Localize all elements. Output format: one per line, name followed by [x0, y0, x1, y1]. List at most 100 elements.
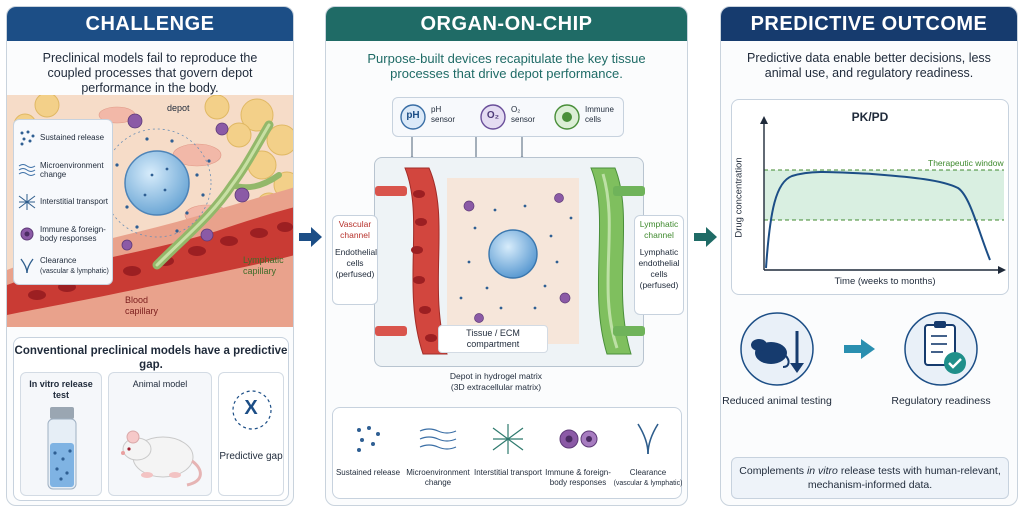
x-axis-label: Time (weeks to months): [834, 276, 936, 287]
process-item: Clearance (vascular & lymphatic): [613, 408, 683, 500]
process-text: Immune & foreign-body responses: [545, 468, 611, 487]
outcome-header: PREDICTIVE OUTCOME: [721, 7, 1017, 41]
legend-text-main: Clearance: [40, 256, 77, 265]
rat-icon: [121, 430, 202, 487]
invitro-label: In vitro release test: [29, 379, 93, 400]
chart-title: PK/PD: [851, 110, 889, 124]
tissue-label: Tissue / ECM compartment: [466, 328, 520, 349]
challenge-subtitle: Preclinical models fail to reproduce the…: [42, 51, 258, 95]
tissue-illustration: depot Lymphatic capillary Blood capillar…: [7, 95, 293, 327]
lymphatic-label: Lymphatic capillary: [243, 255, 284, 276]
process-item: Interstitial transport: [473, 408, 543, 500]
process-item: Immune & foreign-body responses: [543, 408, 613, 500]
predictive-gap-card: X Predictive gap: [218, 372, 284, 496]
o2-glyph: O₂: [486, 110, 500, 121]
predictive-gap-box: Conventional preclinical models have a p…: [13, 337, 289, 501]
therapeutic-window-band: [764, 170, 1004, 220]
note-em: in vitro: [806, 465, 838, 477]
vascular-desc: Endothelial cells (perfused): [335, 247, 378, 279]
predictive-outcome-panel: PREDICTIVE OUTCOME Predictive data enabl…: [720, 6, 1018, 506]
legend-text: Sustained release: [40, 133, 105, 143]
ph-glyph: pH: [406, 110, 420, 121]
tissue-compartment-label: Tissue / ECM compartment: [438, 325, 548, 353]
note-post: release tests with human-relevant, mecha…: [807, 465, 1001, 491]
predictive-gap-label: Predictive gap: [219, 451, 283, 462]
animal-model-label: Animal model: [132, 379, 188, 389]
challenge-header: CHALLENGE: [7, 7, 293, 41]
legend-text-sub: (vascular & lymphatic): [40, 267, 109, 275]
lymph-desc: Lymphatic endothelial cells (perfused): [638, 247, 680, 290]
y-axis-arrow-icon: [760, 116, 768, 124]
legend-item: Clearance (vascular & lymphatic): [18, 252, 112, 280]
process-text-sub: (vascular & lymphatic): [613, 480, 683, 487]
process-legend: Sustained release Microenvironment chang…: [13, 119, 113, 285]
wave-lines-icon: [419, 428, 457, 450]
immune-cells-label: Immune cells: [585, 105, 614, 124]
sensor-bar: pH pH sensor O₂ O₂ sensor Immune cells: [392, 97, 624, 137]
vascular-title: Vascular channel: [338, 219, 372, 240]
clearance-icon: [637, 423, 659, 455]
arrow-right-icon: [694, 227, 717, 247]
lymph-title: Lymphatic channel: [639, 219, 679, 240]
therapeutic-window-label: Therapeutic window: [928, 158, 1004, 168]
complements-note: Complements in vitro release tests with …: [731, 457, 1009, 499]
wave-lines-icon: [18, 164, 36, 176]
dots-icon: [20, 130, 35, 146]
legend-text: Microenvironment change: [40, 160, 104, 180]
gap-circle-icon: [232, 390, 272, 430]
depot-hydrogel-text: Depot in hydrogel matrix: [449, 371, 543, 381]
vial-icon: [47, 407, 77, 490]
immune-cell-icon: [20, 227, 34, 241]
immune-cell-icon: [554, 104, 580, 130]
organ-header: ORGAN-ON-CHIP: [326, 7, 687, 41]
concentration-curve: [765, 171, 991, 269]
pkpd-svg: [760, 116, 1006, 274]
depot-label: depot: [167, 103, 190, 113]
tissue-svg: [7, 95, 293, 327]
depot-hydrogel-label: Depot in hydrogel matrix (3D extracellul…: [426, 371, 566, 392]
y-axis-label: Drug concentration: [733, 157, 745, 238]
lymphatic-channel-box: Lymphatic channel Lymphatic endothelial …: [634, 215, 684, 315]
regulatory-readiness-label: Regulatory readiness: [891, 395, 991, 407]
legend-item: Immune & foreign-body responses: [18, 220, 112, 248]
animal-model-card: Animal model: [108, 372, 212, 496]
blood-capillary-label: Blood capillary: [125, 295, 159, 316]
process-text: Interstitial transport: [473, 468, 543, 477]
vascular-channel-box: Vascular channel Endothelial cells (perf…: [332, 215, 378, 305]
arrow-right-icon: [844, 339, 875, 359]
depot-hydrogel-sub: (3D extracellular matrix): [450, 381, 542, 392]
challenge-panel: CHALLENGE Preclinical models fail to rep…: [6, 6, 294, 506]
legend-text: Clearance (vascular & lymphatic): [40, 256, 109, 276]
ph-sensor-icon: [400, 104, 426, 130]
o2-sensor-icon: [480, 104, 506, 130]
pkpd-chart: PK/PD Therapeutic window Drug concentrat…: [731, 99, 1009, 295]
process-item: Sustained release: [333, 408, 403, 500]
process-text: Microenvironment change: [406, 468, 470, 487]
clearance-icon: [20, 258, 34, 274]
network-icon: [18, 194, 36, 210]
organ-subtitle: Purpose-built devices recapitulate the k…: [367, 51, 646, 81]
legend-item: Microenvironment change: [18, 156, 112, 184]
o2-sensor-label: O₂ sensor: [511, 105, 536, 124]
legend-text: Interstitial transport: [40, 197, 109, 207]
legend-text: Immune & foreign-body responses: [40, 224, 106, 244]
reduced-testing-label: Reduced animal testing: [722, 395, 832, 407]
network-icon: [492, 424, 524, 454]
invitro-card: In vitro release test: [20, 372, 102, 496]
legend-item: Sustained release: [18, 124, 112, 152]
legend-item: Interstitial transport: [18, 188, 112, 216]
mouse-down-icon: [740, 312, 814, 386]
process-text: Sustained release: [335, 468, 401, 477]
immune-cell-icon: [559, 429, 598, 449]
arrow-right-icon: [299, 227, 322, 247]
process-text: Clearance (vascular & lymphatic): [613, 468, 683, 489]
ph-sensor-label: pH sensor: [431, 105, 456, 124]
x-axis-arrow-icon: [998, 266, 1006, 274]
gap-mark: X: [244, 397, 258, 419]
note-pre: Complements: [739, 465, 807, 477]
organ-on-chip-panel: ORGAN-ON-CHIP Purpose-built devices reca…: [325, 6, 688, 506]
process-item: Microenvironment change: [403, 408, 473, 500]
gap-title: Conventional preclinical models have a p…: [14, 345, 288, 371]
dots-icon: [357, 426, 380, 452]
process-text-main: Clearance: [629, 468, 667, 477]
